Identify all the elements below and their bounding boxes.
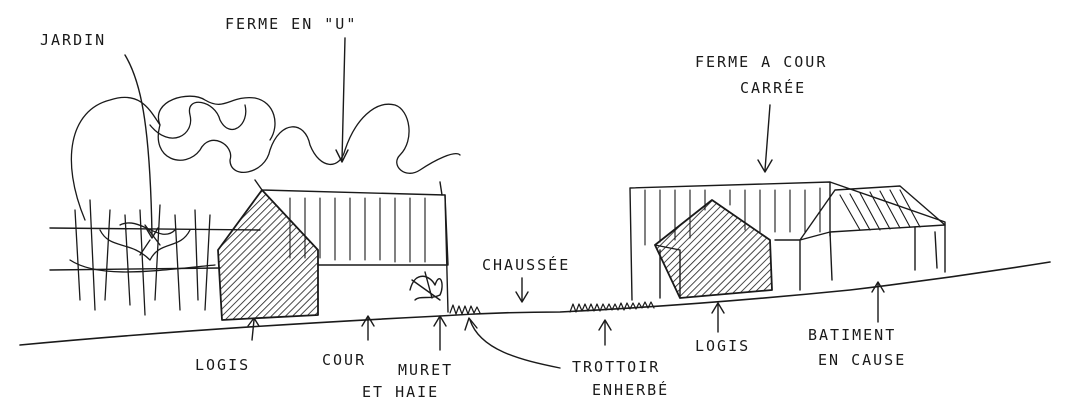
label-batiment-line2: EN CAUSE	[818, 350, 906, 370]
tree-canopy	[158, 104, 460, 173]
label-logis-right: LOGIS	[695, 336, 750, 356]
grass-strip-left	[450, 305, 480, 314]
batiment-roof	[800, 186, 945, 240]
label-trottoir-line2: ENHERBÉ	[592, 380, 669, 400]
batiment-walls	[775, 227, 937, 290]
label-chaussee: CHAUSSÉE	[482, 255, 570, 275]
hedge-scribble	[410, 272, 442, 300]
label-muret-line1: MURET	[398, 360, 453, 380]
grass-strip-right	[570, 302, 654, 312]
logis-left-gable	[218, 190, 318, 320]
label-batiment-line1: BATIMENT	[808, 325, 896, 345]
label-logis-left: LOGIS	[195, 355, 250, 375]
label-trottoir-line1: TROTTOIR	[572, 357, 660, 377]
label-cour: COUR	[322, 350, 366, 370]
batiment-roof-lines	[840, 190, 920, 230]
label-ferme-cour-carree-line2: CARRÉE	[740, 78, 806, 98]
label-ferme-en-u: FERME EN "U"	[225, 14, 357, 34]
label-muret-line2: ET HAIE	[362, 382, 439, 402]
label-ferme-cour-carree-line1: FERME A COUR	[695, 52, 827, 72]
label-jardin: JARDIN	[40, 30, 106, 50]
